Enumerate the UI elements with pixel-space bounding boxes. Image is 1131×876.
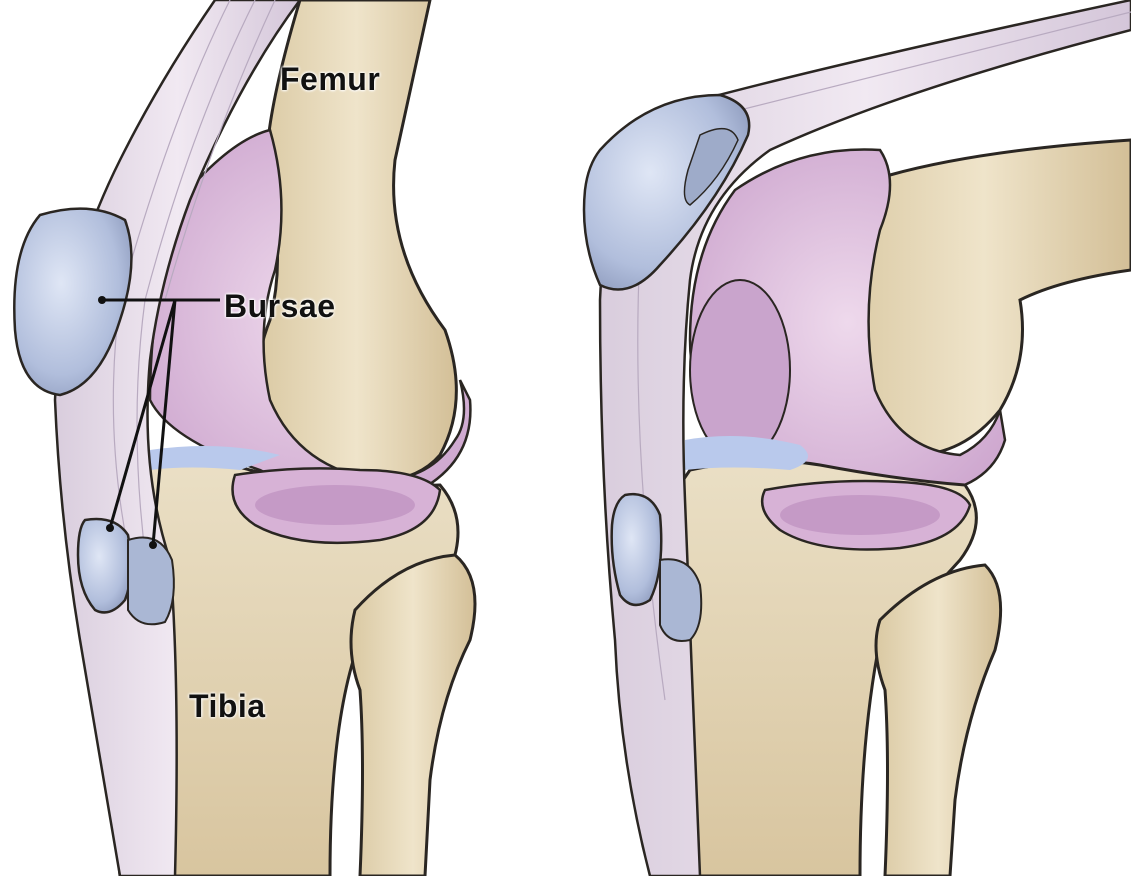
femur-label: Femur — [280, 61, 381, 97]
left-joint-capsule — [148, 128, 472, 498]
left-joint-space — [150, 446, 280, 470]
right-meniscus-inner — [780, 495, 940, 535]
right-condyle-shadow — [689, 279, 791, 461]
bursae-pointer-dot-1 — [98, 296, 106, 304]
bursae-label: Bursae — [224, 288, 336, 324]
right-quadriceps-tendon — [598, 0, 1131, 876]
left-meniscus-inner — [255, 485, 415, 525]
bursae-leader-lines — [102, 298, 220, 546]
right-fibula-bone — [874, 563, 1003, 876]
left-infrapatellar-bursa-superficial — [76, 517, 133, 614]
left-knee-side-view — [13, 0, 477, 876]
right-joint-space — [685, 436, 808, 470]
left-prepatellar-bursa — [13, 207, 133, 397]
bursae-pointer-dot-2 — [106, 524, 114, 532]
tibia-label: Tibia — [189, 688, 266, 724]
right-infrapatellar-bursa-superficial — [610, 492, 663, 607]
left-fibula-bone — [349, 553, 477, 876]
left-infrapatellar-bursa-deep — [127, 536, 175, 626]
right-patella-inner-bursa — [683, 127, 739, 206]
bursae-pointer-dot-3 — [149, 541, 157, 549]
right-knee-flexed-view — [582, 0, 1131, 876]
right-infrapatellar-bursa-deep — [659, 558, 703, 642]
